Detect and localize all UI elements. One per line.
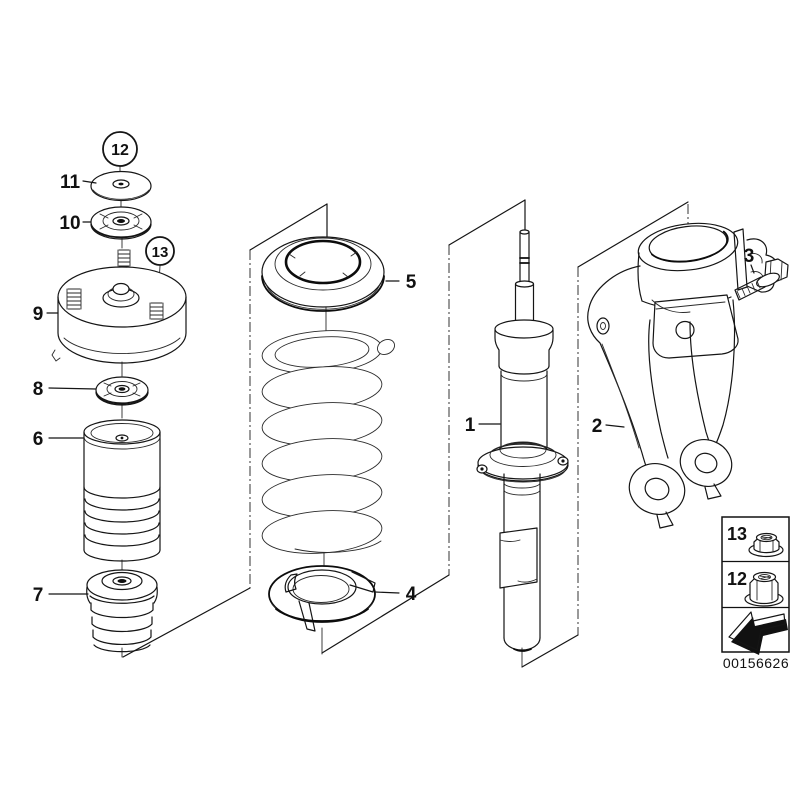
frame-lines <box>122 199 689 668</box>
direction-arrow-icon <box>728 611 788 655</box>
coil-spring <box>261 330 395 554</box>
callout-13-label: 13 <box>152 244 169 261</box>
part-9-support-bearing: 9 <box>33 249 187 364</box>
callout-13-circle <box>145 236 175 266</box>
label-1: 1 <box>465 415 476 436</box>
label-7: 7 <box>33 585 44 606</box>
legend-row1-number: 13 <box>727 524 747 544</box>
stud-left <box>66 288 82 310</box>
part-5-upper-spring-pad: 5 <box>261 236 417 312</box>
flange-locknut-icon <box>748 532 784 558</box>
stud-top <box>117 249 131 267</box>
part-number: 00156626 <box>723 655 789 671</box>
label-8: 8 <box>33 379 44 400</box>
label-11: 11 <box>60 172 81 193</box>
label-10: 10 <box>59 213 80 234</box>
callout-12-label: 12 <box>111 142 129 159</box>
part-10-support-cup: 10 <box>59 206 152 240</box>
part-6-dust-boot: 6 <box>33 419 161 562</box>
label-3: 3 <box>744 246 755 267</box>
part-8-washer: 8 <box>33 376 149 406</box>
part-3-bolt: 3 <box>734 246 789 301</box>
flange-nut-icon <box>744 571 784 607</box>
label-6: 6 <box>33 429 44 450</box>
label-9: 9 <box>33 304 44 325</box>
legend-row2-number: 12 <box>727 569 747 589</box>
part-1-shock-absorber: 1 <box>465 229 569 652</box>
stud-right <box>149 302 164 320</box>
label-5: 5 <box>406 272 417 293</box>
callout-12-circle <box>102 131 138 167</box>
callout-13: 13 <box>145 236 175 266</box>
part-2-swing-support: 2 <box>587 222 778 529</box>
label-4: 4 <box>406 584 417 605</box>
label-2: 2 <box>592 416 603 437</box>
spring-end-cross-section <box>377 339 395 355</box>
part-7-bump-stop: 7 <box>33 569 158 653</box>
part-4-lower-spring-pad: 4 <box>268 565 417 632</box>
strut-label-sticker <box>499 527 538 589</box>
part-11-washer-disc: 11 <box>60 170 152 202</box>
callout-12: 12 <box>102 131 138 167</box>
legend-box: 13 12 <box>721 516 790 655</box>
